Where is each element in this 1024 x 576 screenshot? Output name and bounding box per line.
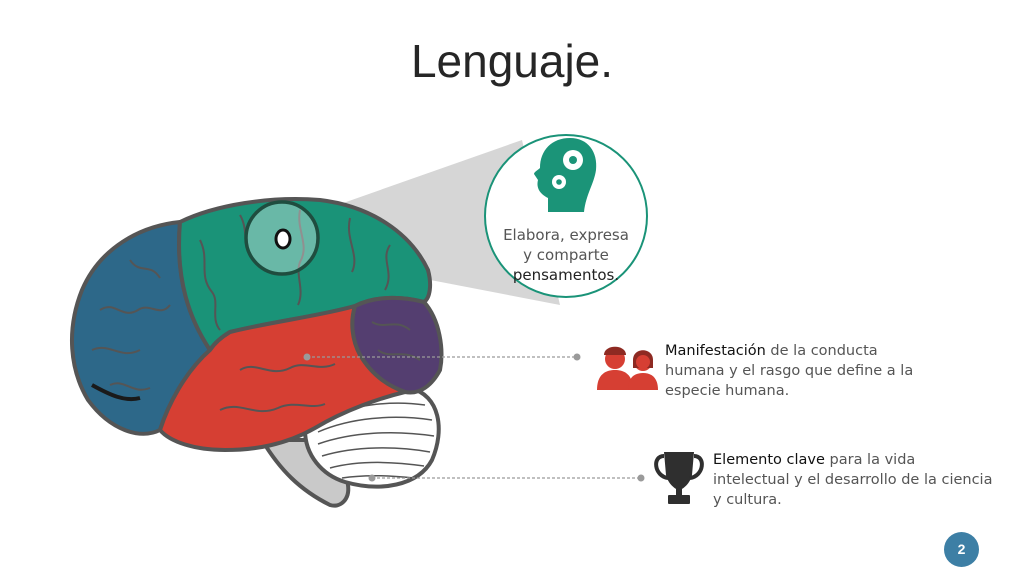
bubble-circle (484, 134, 648, 298)
page-number-badge: 2 (944, 532, 979, 567)
magnifier-center (274, 228, 292, 250)
people-icon (597, 346, 658, 390)
info-manifestacion: Manifestación de la conducta humana y el… (665, 341, 935, 401)
brain-gyri (91, 209, 421, 413)
connector-dot-1b (573, 353, 581, 361)
slide-title: Lenguaje. (410, 35, 614, 87)
bubble-text-main: Elabora, expresa y comparte (503, 226, 629, 264)
connector-dot-1a (303, 353, 311, 361)
info-elemento-clave-text: para la vida intelectual y el desarrollo… (713, 452, 993, 508)
info-manifestacion-keyword: Manifestación (665, 343, 766, 359)
head-gears-icon (534, 138, 597, 212)
info-elemento-clave-keyword: Elemento clave (713, 452, 825, 468)
temporal-lobe (157, 303, 413, 453)
bubble-keyword: pensamentos. (512, 266, 620, 284)
cerebellum-folds (317, 402, 435, 479)
connector-dot-2a (368, 474, 376, 482)
info-elemento-clave: Elemento clave para la vida intelectual … (713, 450, 993, 510)
connector-dot-2b (637, 474, 645, 482)
bubble-text: Elabora, expresa y comparte pensamentos. (497, 225, 635, 285)
trophy-icon (654, 452, 704, 504)
info-manifestacion-text: de la conducta humana y el rasgo que def… (665, 343, 914, 399)
frontal-mark (91, 383, 141, 402)
